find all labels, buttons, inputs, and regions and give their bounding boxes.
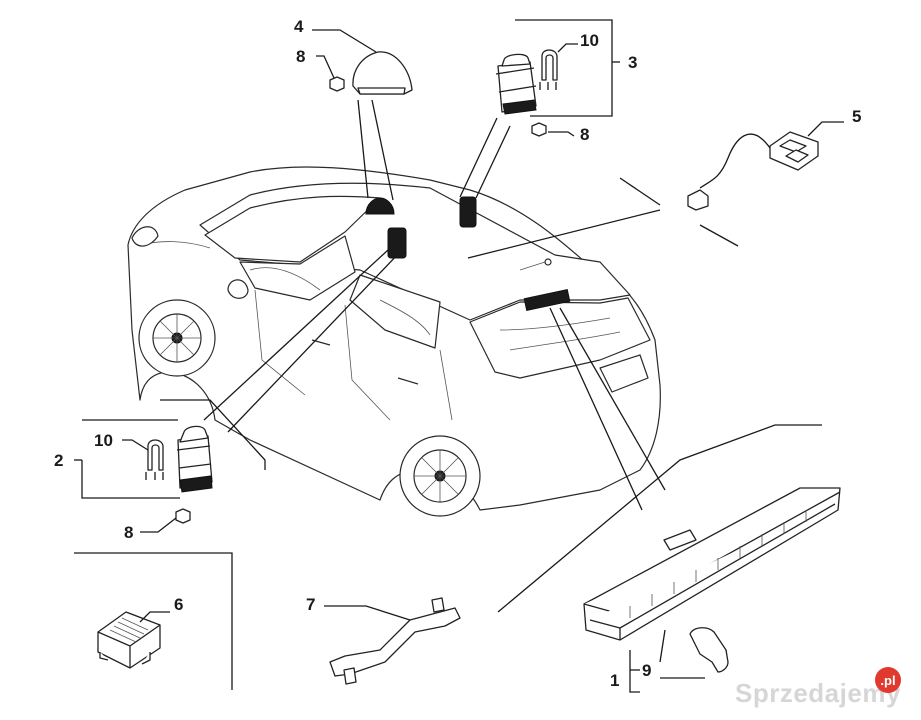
part-antenna xyxy=(312,29,413,95)
watermark-text: Sprzedajemy xyxy=(735,678,901,708)
callout-4: 4 xyxy=(294,17,304,36)
part-nut-top xyxy=(316,55,345,92)
callout-8-low: 8 xyxy=(124,523,133,542)
watermark-suffix: .pl xyxy=(880,673,895,688)
callout-10-top: 10 xyxy=(580,31,599,50)
part-module-6 xyxy=(97,611,170,669)
watermark: Sprzedajemy .pl xyxy=(735,667,901,708)
callout-2: 2 xyxy=(54,451,63,470)
callout-3: 3 xyxy=(628,53,637,72)
part-stoplamp-1 xyxy=(583,487,841,693)
callout-8-mid: 8 xyxy=(580,125,589,144)
callout-labels: 4 8 10 3 8 5 10 2 8 6 7 9 1 xyxy=(54,17,861,690)
callout-8-top: 8 xyxy=(296,47,305,66)
callout-5: 5 xyxy=(852,107,861,126)
callout-9: 9 xyxy=(642,661,651,680)
part-switch-5 xyxy=(687,121,844,211)
part-group-2 xyxy=(74,419,213,499)
part-group-3 xyxy=(495,19,620,117)
callout-10-low: 10 xyxy=(94,431,113,450)
car-illustration xyxy=(127,166,661,517)
part-nut-low xyxy=(140,508,191,533)
callout-6: 6 xyxy=(174,595,183,614)
part-bracket-7 xyxy=(324,597,461,685)
part-nut-mid xyxy=(531,122,575,137)
leader-lines xyxy=(74,99,822,690)
watermark-badge xyxy=(875,667,901,693)
part-bulb-9 xyxy=(659,627,729,679)
callout-1: 1 xyxy=(610,671,619,690)
callout-7: 7 xyxy=(306,595,315,614)
